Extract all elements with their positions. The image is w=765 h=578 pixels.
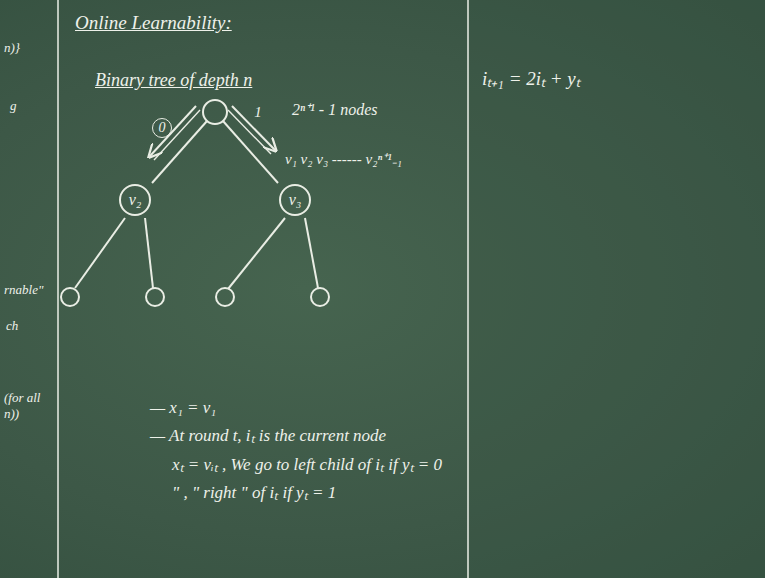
leaf-circle [311,288,329,306]
chalk-note: " , " right " of iₜ if yₜ = 1 [172,483,457,503]
erased-panel [470,0,765,578]
chalk-note: 0 [152,118,172,138]
tree-branch [75,218,125,288]
chalk-note: n)} [4,40,54,56]
tree-node-circle: v₂ [119,184,151,216]
chalk-note: — At round t, iₜ is the current node [150,426,455,446]
chalk-note: g [10,98,60,114]
leaf-circle [61,288,79,306]
chalk-note: v₁ v₂ v₃ ------ v₂ⁿ⁺¹₋₁ [285,150,402,168]
direction-arrow [228,110,271,154]
board-heading: Online Learnability: [75,12,232,34]
tree-branch [305,218,318,288]
chalk-note: 2ⁿ⁺¹ - 1 nodes [292,100,378,119]
leaf-circle [146,288,164,306]
board-divider [57,0,59,578]
tree-branch [145,218,153,288]
chalk-note: (for all n)) [4,390,54,421]
chalk-note: 1 [254,103,262,121]
chalk-note: ch [6,318,56,334]
chalk-note: xₜ = vᵢₜ , We go to left child of iₜ if … [172,455,457,475]
node-label: v₃ [289,192,302,208]
leaf-circle [216,288,234,306]
chalk-note: — x₁ = v₁ [150,398,455,418]
direction-arrow [232,106,275,150]
node-label: v₂ [129,192,142,208]
chalk-note: rnable" [4,282,54,298]
tree-node-circle: v₃ [279,184,311,216]
direction-arrow [150,106,196,156]
board-divider [467,0,469,578]
chalk-note: Binary tree of depth n [95,70,252,92]
chalk-note: iₜ₊₁ = 2iₜ + yₜ [482,68,580,91]
tree-branch [228,218,285,289]
root-circle [203,100,227,124]
